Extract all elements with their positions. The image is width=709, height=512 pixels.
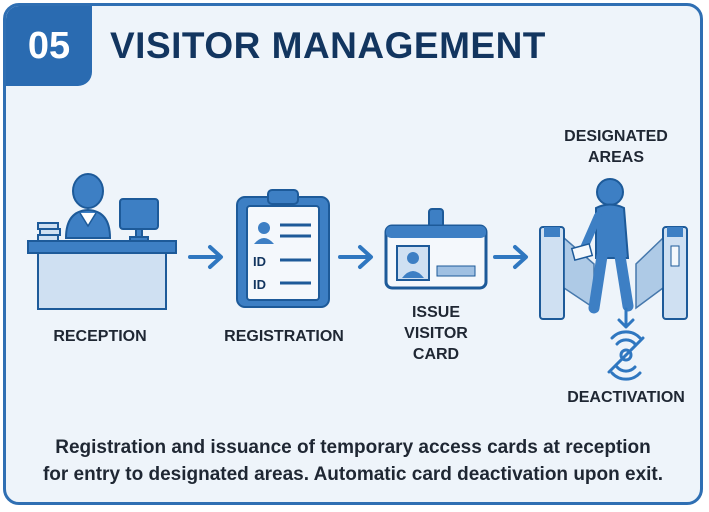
label-line: ISSUE <box>411 304 460 321</box>
step-label-designated-areas: DESIGNATED AREAS <box>556 126 676 168</box>
clipboard-icon <box>236 189 330 308</box>
label-line: AREAS <box>587 149 644 166</box>
description-caption: Registration and issuance of temporary a… <box>6 434 700 488</box>
page-title: VISITOR MANAGEMENT <box>110 25 546 66</box>
person-walking-icon <box>570 178 634 314</box>
step-label-issue-visitor-card: ISSUE VISITOR CARD <box>386 302 486 365</box>
step-label-registration: REGISTRATION <box>224 328 344 345</box>
id-label-2: ID <box>253 277 266 292</box>
arrow-icon <box>188 245 223 269</box>
label-line: DESIGNATED <box>564 128 668 145</box>
step-label-reception: RECEPTION <box>53 328 147 345</box>
step-label-deactivation: DEACTIVATION <box>567 389 685 406</box>
label-line: VISITOR <box>404 325 468 342</box>
reception-desk-icon <box>27 173 177 310</box>
deactivation-icon <box>607 330 645 381</box>
visitor-card-icon <box>384 208 488 290</box>
label-line: CARD <box>412 346 460 363</box>
access-gate-icon <box>539 226 688 320</box>
section-number-badge: 05 <box>6 6 92 86</box>
id-label-1: ID <box>253 254 266 269</box>
process-diagram: ID ID <box>27 173 688 381</box>
caption-line: for entry to designated areas. Automatic… <box>42 464 664 485</box>
arrow-icon <box>493 245 528 269</box>
section-number: 05 <box>27 25 71 67</box>
arrow-icon <box>338 245 373 269</box>
arrow-down-icon <box>617 307 635 329</box>
visitor-management-card: 05 VISITOR MANAGEMENT <box>3 3 703 505</box>
caption-line: Registration and issuance of temporary a… <box>55 437 651 458</box>
